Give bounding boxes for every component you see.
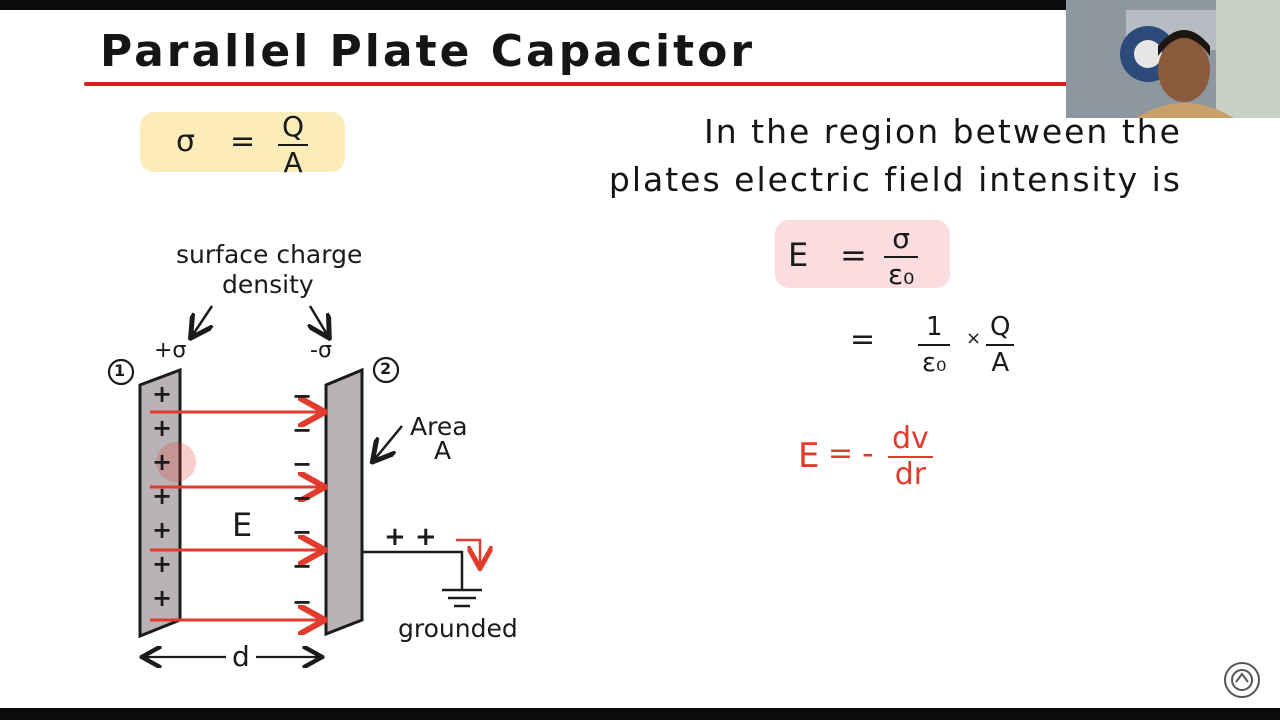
- field-eq-lhs: E: [788, 236, 809, 274]
- sigma-lhs: σ: [176, 124, 196, 159]
- plate-2-number: 2: [380, 359, 392, 378]
- distance-label: d: [232, 640, 250, 673]
- fraction-bar: [884, 256, 919, 258]
- plate-2: [324, 367, 364, 637]
- area-label: Area: [410, 412, 468, 441]
- presenter-webcam-icon: [1066, 0, 1280, 118]
- ground-wire: [362, 550, 464, 590]
- field-eq-fraction: σ ε₀: [884, 222, 919, 291]
- field-eq-numerator: σ: [892, 222, 911, 255]
- field-eq2-fraction-1: 1 ε₀: [918, 312, 951, 378]
- potential-eq-minus: -: [862, 434, 874, 472]
- minus-charge: −: [292, 416, 313, 444]
- potential-eq-equals: =: [828, 436, 854, 471]
- fraction-bar: [888, 456, 933, 458]
- potential-eq-denominator: dr: [894, 457, 927, 492]
- plus-charge: +: [152, 380, 173, 408]
- minus-charge: −: [292, 484, 313, 512]
- potential-eq-lhs: E: [798, 436, 820, 476]
- logo-badge-icon: [1224, 662, 1260, 698]
- field-eq-equals: =: [840, 236, 867, 274]
- field-eq2-num1: 1: [925, 312, 943, 342]
- statement-line-2: plates electric field intensity is: [608, 160, 1182, 199]
- area-symbol-label: A: [434, 436, 452, 465]
- minus-charge: −: [292, 518, 313, 546]
- field-label-e: E: [232, 506, 253, 544]
- plus-sigma-label: +σ: [154, 338, 187, 363]
- page-title: Parallel Plate Capacitor: [100, 26, 756, 77]
- area-pointer-arrow: [374, 425, 403, 460]
- potential-eq-fraction: dv dr: [888, 424, 933, 490]
- field-eq2-equals: =: [850, 322, 876, 357]
- field-eq2-den1: ε₀: [922, 348, 947, 378]
- logo-glyph: [1231, 669, 1253, 691]
- sigma-fraction: Q A: [278, 110, 309, 179]
- plate-1-number: 1: [114, 361, 126, 380]
- ground-charges: + +: [384, 522, 437, 552]
- field-eq2-num2: Q: [990, 312, 1011, 342]
- fraction-bar: [986, 344, 1015, 346]
- minus-sigma-label: -σ: [310, 338, 332, 363]
- plus-charge: +: [152, 482, 173, 510]
- fraction-bar: [918, 344, 951, 346]
- plus-charge: +: [152, 550, 173, 578]
- plus-charge: +: [152, 516, 173, 544]
- sigma-highlight: [140, 112, 345, 172]
- surface-charge-label: surface charge: [176, 240, 363, 269]
- cursor-highlight: [156, 442, 196, 482]
- plate-2-circle: [372, 356, 400, 384]
- plus-charge: +: [152, 584, 173, 612]
- potential-eq-numerator: dv: [892, 421, 929, 456]
- presenter-webcam: [1066, 0, 1280, 118]
- statement-line-1: In the region between the: [704, 112, 1182, 151]
- grounded-label: grounded: [398, 614, 518, 643]
- plus-charge: +: [152, 448, 173, 476]
- minus-charge: −: [292, 588, 313, 616]
- sigma-numerator: Q: [282, 110, 305, 143]
- minus-charge: −: [292, 450, 313, 478]
- field-eq2-fraction-2: Q A: [986, 312, 1015, 378]
- top-letterbox: [0, 0, 1280, 10]
- discharge-arrow: [456, 538, 480, 566]
- pointer-arrow-left: [192, 305, 212, 336]
- fraction-bar: [278, 144, 309, 146]
- plus-charge: +: [152, 414, 173, 442]
- pointer-arrow-right: [310, 305, 328, 336]
- bottom-letterbox: [0, 708, 1280, 720]
- minus-charge: −: [292, 552, 313, 580]
- title-underline: [84, 82, 1069, 86]
- field-eq2-times: ×: [966, 328, 982, 349]
- sigma-denominator: A: [283, 146, 303, 179]
- field-eq-highlight: [775, 220, 950, 288]
- plate-1-circle: [107, 358, 135, 386]
- minus-charge: −: [292, 382, 313, 410]
- field-eq-denominator: ε₀: [888, 258, 915, 291]
- density-label: density: [222, 270, 314, 299]
- field-eq2-den2: A: [991, 348, 1010, 378]
- sigma-equals: =: [230, 124, 256, 159]
